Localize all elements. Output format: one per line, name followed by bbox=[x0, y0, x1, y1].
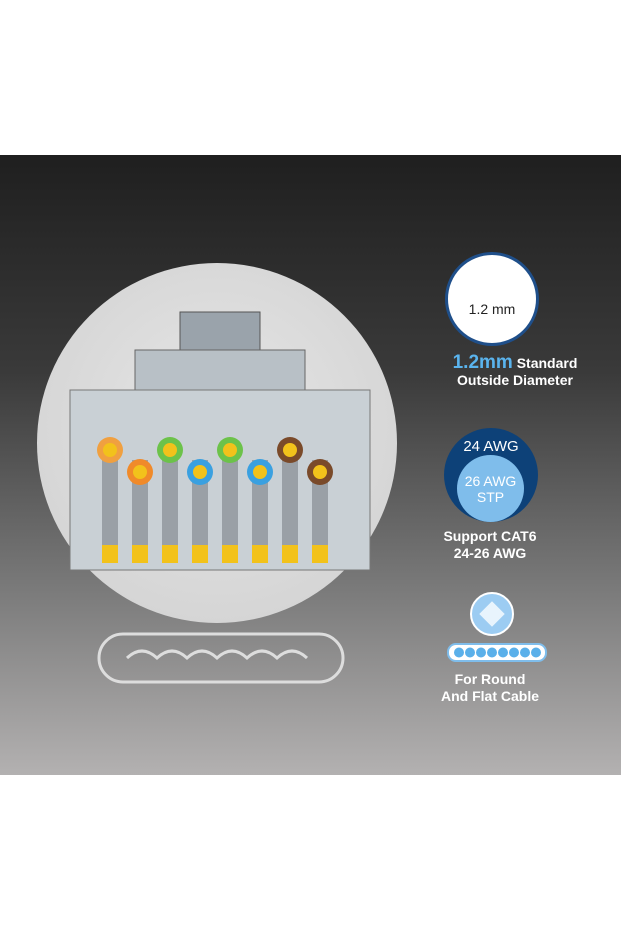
gold-contact bbox=[312, 545, 328, 563]
wire-conductor bbox=[313, 465, 327, 479]
gold-contact bbox=[252, 545, 268, 563]
wire-conductor bbox=[223, 443, 237, 457]
diameter-line2: Outside Diameter bbox=[457, 372, 573, 388]
cable-line2: And Flat Cable bbox=[440, 688, 539, 704]
gold-contact bbox=[132, 545, 148, 563]
round-flat-cable-icon bbox=[447, 592, 547, 662]
awg-circle-icon: 24 AWG 26 AWG STP bbox=[444, 428, 538, 522]
diameter-line1: Standard bbox=[516, 355, 578, 371]
contact-blade bbox=[282, 460, 298, 560]
awg-inner-line1: 26 AWG bbox=[464, 473, 517, 489]
contact-blade bbox=[312, 460, 328, 560]
cable-line1: For Round bbox=[454, 671, 526, 687]
rj45-connector-image bbox=[69, 311, 371, 571]
awg-line1: Support CAT6 bbox=[443, 528, 537, 544]
flat-cable-outline-icon bbox=[97, 632, 345, 684]
wire-conductor bbox=[163, 443, 177, 457]
contact-blade bbox=[192, 460, 208, 560]
diameter-highlight: 1.2mm bbox=[452, 352, 513, 373]
diameter-circle-icon: 1.2 mm bbox=[445, 252, 539, 346]
contact-blade bbox=[102, 460, 118, 560]
gold-contact bbox=[282, 545, 298, 563]
wire-conductor bbox=[253, 465, 267, 479]
wire-conductor bbox=[133, 465, 147, 479]
contact-blade bbox=[132, 460, 148, 560]
contact-blade bbox=[252, 460, 268, 560]
contact-blade bbox=[222, 460, 238, 560]
awg-line2: 24-26 AWG bbox=[453, 545, 527, 561]
awg-outer-label: 24 AWG bbox=[463, 438, 519, 455]
awg-inner-circle: 26 AWG STP bbox=[457, 455, 524, 522]
diameter-caption: 1.2mm Standard Outside Diameter bbox=[440, 352, 590, 389]
contact-blade bbox=[162, 460, 178, 560]
gold-contact bbox=[102, 545, 118, 563]
wire-conductor bbox=[103, 443, 117, 457]
awg-inner-line2: STP bbox=[476, 489, 505, 505]
gold-contact bbox=[222, 545, 238, 563]
wire-conductor bbox=[193, 465, 207, 479]
gold-contact bbox=[162, 545, 178, 563]
wire-conductor bbox=[283, 443, 297, 457]
gold-contact bbox=[192, 545, 208, 563]
diameter-circle-label: 1.2 mm bbox=[468, 301, 516, 317]
cable-caption: For Round And Flat Cable bbox=[430, 671, 550, 705]
awg-caption: Support CAT6 24-26 AWG bbox=[430, 528, 550, 562]
